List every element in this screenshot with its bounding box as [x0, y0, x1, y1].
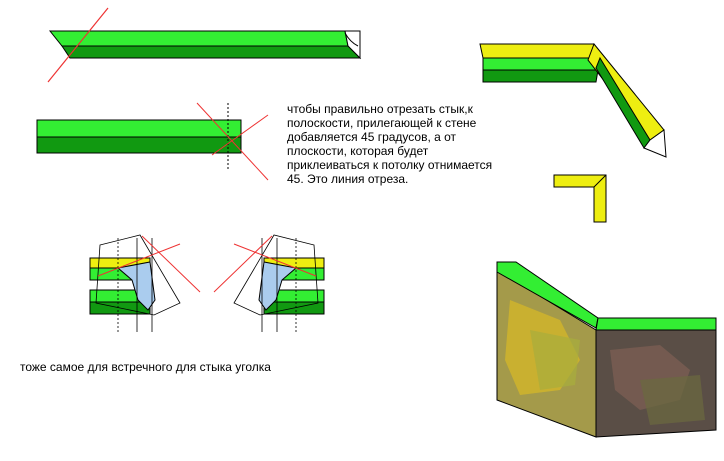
instruction-text: чтобы правильно отрезать стык,к полоскос…	[287, 102, 515, 186]
profile-section-right	[213, 234, 325, 332]
instruction-line: плоскости, которая будет	[287, 144, 429, 158]
cut-line-profile-left-a	[97, 243, 181, 277]
instruction-line: полоскости, прилегающей к стене	[287, 116, 477, 130]
corner-molding-top-right	[479, 43, 667, 158]
molding-strip-top	[47, 7, 362, 83]
cut-line-top	[47, 7, 109, 83]
wall-corner-illustration	[496, 261, 717, 438]
profile-section-left	[89, 234, 201, 332]
yellow-corner-piece	[553, 174, 607, 223]
cut-line-profile-left-b	[141, 235, 201, 293]
instruction-line: чтобы правильно отрезать стык,к	[287, 102, 473, 116]
note-text: тоже самое для встречного для стыка угол…	[20, 360, 271, 374]
cut-line-middle-a	[196, 102, 269, 181]
instruction-line: приклеиваться к потолку отнимается	[287, 158, 493, 172]
cut-line-profile-right-b	[213, 235, 273, 293]
instruction-line: 45. Это линия отреза.	[287, 172, 409, 186]
cut-line-middle-b	[211, 114, 269, 156]
cut-line-profile-right-a	[233, 243, 317, 277]
instruction-line: добавляется 45 градусов, а от	[287, 130, 457, 144]
molding-strip-middle	[36, 102, 269, 181]
